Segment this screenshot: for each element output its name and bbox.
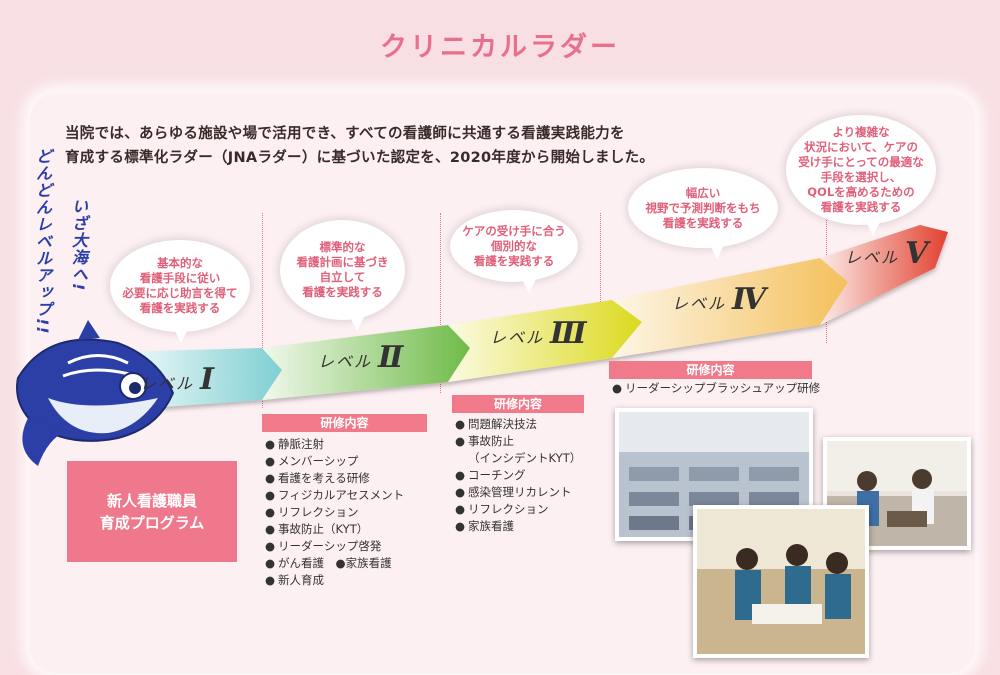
- bubble-text: 必要に応じ助言を得て: [122, 286, 238, 300]
- training-item: ●看護を考える研修: [265, 471, 370, 485]
- intro-line-1: 当院では、あらゆる施設や場で活用でき、すべての看護師に共通する看護実践能力を: [65, 126, 625, 142]
- level-3-numeral: Ⅲ: [550, 316, 587, 351]
- training-header-level3: 研修内容: [452, 395, 584, 413]
- level-2-numeral: Ⅱ: [378, 340, 404, 375]
- level-5-bubble: より複雑な 状況において、ケアの 受け手にとっての最適な 手段を選択し、 QOL…: [786, 115, 936, 236]
- bubble-text: 看護を実践する: [662, 215, 744, 230]
- level-3-arrow: [448, 300, 642, 382]
- training-header-level4: 研修内容: [609, 361, 812, 379]
- training-item: ●リーダーシップ啓発: [265, 539, 382, 553]
- training-item: ●感染管理リカレント: [455, 485, 572, 499]
- level-2-bubble: 標準的な 看護計画に基づき 自立して 看護を実践する: [280, 220, 405, 331]
- level-4-arrow: [612, 258, 848, 358]
- new-staff-program-box: 新人看護職員 育成プログラム: [67, 461, 237, 562]
- training-item: ●メンバーシップ: [265, 454, 359, 468]
- slogan-level-up: どんどんレベルアップ!!: [33, 148, 52, 335]
- bubble-text: 看護計画に基づき: [296, 255, 389, 269]
- training-item: ●フィジカルアセスメント: [265, 488, 405, 502]
- training-item: ●事故防止（KYT）: [265, 522, 369, 536]
- level-1-bubble: 基本的な 看護手段に従い 必要に応じ助言を得て 看護を実践する: [110, 240, 250, 343]
- level-4-label: レベル Ⅳ: [672, 282, 766, 317]
- level-word: レベル: [318, 352, 373, 371]
- level-word: レベル: [490, 328, 545, 347]
- separator: [262, 213, 263, 408]
- bubble-text: 幅広い: [685, 185, 721, 200]
- intro-text: 当院では、あらゆる施設や場で活用でき、すべての看護師に共通する看護実践能力を 育…: [65, 122, 725, 170]
- level-word: レベル: [140, 374, 195, 393]
- bubble-text: 基本的な: [157, 256, 203, 270]
- intro-line-2: 育成する標準化ラダー（JNAラダー）に基づいた認定を、2020年度から開始しまし…: [65, 150, 655, 166]
- bubble-text: 看護手段に従い: [139, 271, 221, 285]
- training-item: ●リフレクション: [455, 502, 549, 516]
- separator: [600, 213, 601, 358]
- level-2-arrow: [262, 325, 470, 400]
- bubble-text: 看護を実践する: [473, 253, 555, 268]
- new-staff-line-1: 新人看護職員: [106, 491, 197, 510]
- slogan-ocean: いざ大海へ!: [69, 198, 88, 292]
- level-1-numeral: Ⅰ: [200, 362, 215, 397]
- training-list-level3: ●問題解決技法 ●事故防止 ●（インシデントKYT） ●コーチング ●感染管理リ…: [455, 416, 581, 535]
- training-item: ●問題解決技法: [455, 417, 538, 431]
- level-word: レベル: [845, 248, 900, 267]
- bubble-text: より複雑な: [832, 125, 890, 139]
- level-3-bubble: ケアの受け手に合う 個別的な 看護を実践する: [450, 210, 578, 293]
- training-item: ●コーチング: [455, 468, 526, 482]
- training-item: ●家族看護: [455, 519, 515, 533]
- bubble-text: 状況において、ケアの: [803, 140, 919, 154]
- bubble-text: ケアの受け手に合う: [462, 223, 566, 238]
- tuna-mascot-icon: [16, 320, 175, 466]
- level-2-label: レベル Ⅱ: [318, 340, 403, 375]
- training-list-level4: ●リーダーシップブラッシュアップ研修: [612, 380, 820, 397]
- training-item: ●新人育成: [265, 573, 325, 587]
- bubble-text: 標準的な: [319, 240, 366, 254]
- bubble-text: 看護を実践する: [820, 200, 902, 214]
- training-item: ●静脈注射: [265, 437, 325, 451]
- bubble-text: QOLを高めるための: [807, 185, 915, 199]
- training-header-level2: 研修内容: [262, 414, 427, 432]
- new-staff-line-2: 育成プログラム: [99, 513, 205, 532]
- training-item: ●（インシデントKYT）: [468, 451, 582, 465]
- bubble-text: 視野で予測判断をもち: [645, 200, 761, 215]
- bubble-text: 看護を実践する: [302, 285, 383, 299]
- bubble-text: 個別的な: [491, 238, 537, 253]
- training-item: ●リフレクション: [265, 505, 359, 519]
- level-3-label: レベル Ⅲ: [490, 316, 587, 351]
- level-5-arrow: [820, 225, 948, 325]
- training-item: ●事故防止: [455, 434, 515, 448]
- nursing-practice-photo: [693, 505, 869, 658]
- training-list-level2: ●静脈注射 ●メンバーシップ ●看護を考える研修 ●フィジカルアセスメント ●リ…: [265, 436, 404, 589]
- level-1-label: レベル Ⅰ: [140, 362, 214, 397]
- level-4-numeral: Ⅳ: [732, 282, 767, 317]
- bubble-text: 受け手にとっての最適な: [798, 155, 924, 169]
- bubble-text: 看護を実践する: [139, 301, 221, 315]
- level-5-numeral: Ⅴ: [905, 236, 929, 271]
- training-item: ●リーダーシップブラッシュアップ研修: [612, 381, 821, 395]
- training-item: ●がん看護 ●家族看護: [265, 556, 392, 570]
- page-title: クリニカルラダー: [380, 32, 620, 63]
- separator: [440, 213, 441, 393]
- bubble-text: 手段を選択し、: [820, 170, 902, 184]
- bubble-text: 自立して: [319, 270, 366, 284]
- level-4-bubble: 幅広い 視野で予測判断をもち 看護を実践する: [628, 168, 778, 259]
- level-5-label: レベル Ⅴ: [845, 236, 928, 271]
- level-word: レベル: [672, 294, 727, 313]
